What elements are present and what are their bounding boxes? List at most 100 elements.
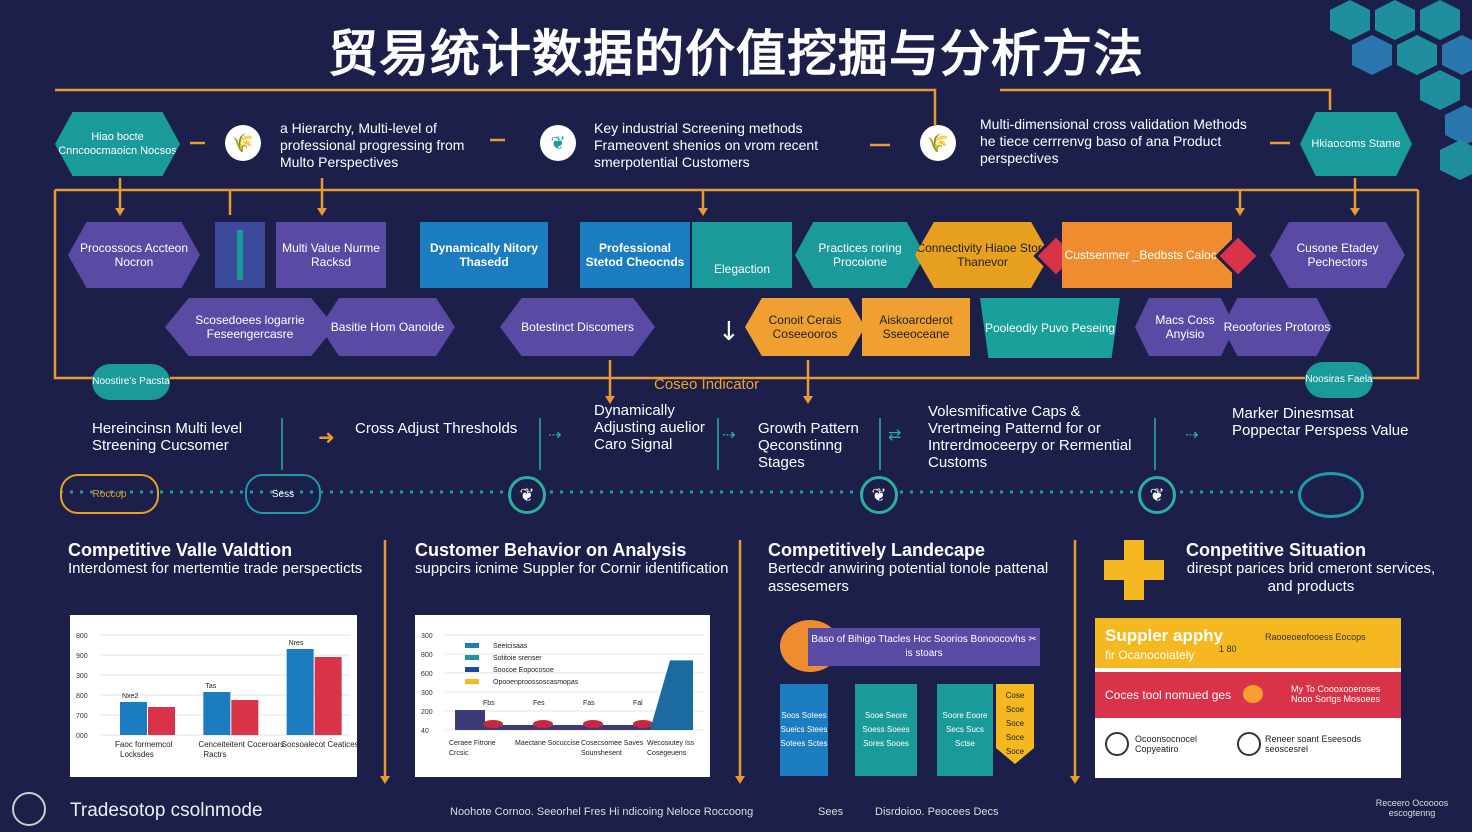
situation-top-sub: fir Ocanocoiately bbox=[1105, 648, 1195, 662]
section-4-sub: direspt parices brid cmeront services, a… bbox=[1186, 560, 1436, 595]
chart-2-legend-label: Opooenproossoscasmopas bbox=[493, 679, 579, 686]
step-5: Volesmificative Caps & Vrertmeing Patter… bbox=[928, 403, 1132, 471]
situation-bottom-left: Ocoonsocnocel Copyeatiro bbox=[1135, 734, 1198, 754]
chart-2-legend-label: Soocoe Eopocosoe bbox=[493, 667, 554, 674]
process-node-9: Cusone Etadey Pechectors bbox=[1270, 222, 1405, 288]
step-1: Hereincinsn Multi level Streening Cucsom… bbox=[92, 420, 243, 454]
top-text-2: Key industrial Screening methods Frameov… bbox=[594, 120, 819, 170]
chart-2-legend-swatch bbox=[465, 643, 479, 648]
chart-2-category: Wecosiutey Iss bbox=[647, 740, 694, 747]
svg-text:⇢: ⇢ bbox=[1185, 425, 1198, 444]
svg-text:⇢: ⇢ bbox=[722, 425, 735, 444]
situation-top-num: 1 80 bbox=[1219, 644, 1237, 654]
section-1: Competitive Valle Valdtion Interdomest f… bbox=[68, 540, 378, 578]
section-3-title: Competitively Landecape bbox=[768, 540, 986, 560]
chart-2-category: Maectane Socuccise bbox=[515, 740, 580, 747]
section-2-title: Customer Behavior on Analysis bbox=[415, 540, 687, 560]
sub-node-2: Basitie Hom Oanoide bbox=[320, 298, 455, 356]
situation-panel: Suppler apphy fir Ocanocoiately 1 80 Rao… bbox=[1095, 618, 1401, 778]
situation-mid-right: My To Coooxooeroses Nooo Sortgs Mosoees bbox=[1291, 684, 1381, 704]
chart-1-data-label: Nres bbox=[289, 640, 304, 647]
chart-2-data-label: Fal bbox=[633, 700, 643, 707]
bar-decoration bbox=[215, 222, 265, 288]
chart-1-data-label: Nxe2 bbox=[122, 693, 138, 700]
step-3: Dynamically Adjusting auelior Caro Signa… bbox=[594, 402, 705, 453]
chart-2-legend-label: Sotitoie srenser bbox=[493, 655, 542, 662]
sub-node-7: Macs Coss Anyisio bbox=[1135, 298, 1235, 356]
grain-icon: 🌾 bbox=[920, 125, 956, 161]
sub-node-5: Aiskoarcderot Sseeoceane bbox=[862, 298, 970, 356]
chart-2-ytick: 300 bbox=[421, 690, 433, 697]
chart-2-category: Cosegeuens bbox=[647, 750, 687, 757]
svg-text:⇄: ⇄ bbox=[888, 425, 901, 444]
svg-text:⇢: ⇢ bbox=[548, 425, 561, 444]
chart-2-legend-swatch bbox=[465, 655, 479, 660]
section-2: Customer Behavior on Analysis suppcirs i… bbox=[415, 540, 735, 578]
section-3-sub: Bertecdr anwiring potential tonole patte… bbox=[768, 560, 1049, 595]
chart-2-ytick: 800 bbox=[421, 652, 433, 659]
chart-1-ytick: 800 bbox=[76, 633, 88, 640]
chart-2-data-label: Fas bbox=[583, 700, 595, 707]
chart-2-category: Cosecsomee Saves bbox=[581, 740, 644, 747]
chart-1-ytick: 700 bbox=[76, 713, 88, 720]
timeline-end-icon bbox=[1298, 472, 1364, 518]
sub-node-1: Scosedoees logarrie Feseengercasre bbox=[165, 298, 335, 356]
chart-2-category: Sounshesent bbox=[581, 750, 622, 757]
section-1-sub: Interdomest for mertemtie trade perspect… bbox=[68, 560, 363, 577]
section-2-sub: suppcirs icnime Suppler for Cornir ident… bbox=[415, 560, 729, 577]
chart-1-bar bbox=[148, 707, 175, 735]
section-4: Conpetitive Situation direspt parices br… bbox=[1186, 540, 1436, 596]
situation-top-right: Raooeoeofooess Eocops bbox=[1265, 632, 1366, 642]
sub-node-8: Reoofories Protoros bbox=[1222, 298, 1332, 356]
chart-1-ytick: 800 bbox=[76, 693, 88, 700]
chart-1-category: Socsoalecot Ceatices bbox=[282, 740, 357, 749]
situation-bottom-right: Reneer soant Eseesods seoscesrel bbox=[1265, 734, 1362, 754]
landscape-card-1: Soos Sotees Sueics Stees Sotees Sctes bbox=[780, 684, 828, 776]
situation-mid: Coces tool nomued ges bbox=[1105, 688, 1232, 702]
chart-1-bar bbox=[203, 692, 231, 735]
chart-2-legend-label: Seetcisaas bbox=[493, 643, 528, 650]
indicator-label: Coseo Indicator bbox=[654, 376, 760, 393]
footer-note-1: Noohote Cornoo. Seeorhel Fres Hi ndicoin… bbox=[450, 806, 754, 818]
chart-2-category: Ceraee Fitrorie bbox=[449, 740, 496, 747]
timeline-node-2-icon: ❦ bbox=[860, 476, 898, 514]
sub-node-6: Pooleodiy Puvo Peseing bbox=[980, 298, 1120, 358]
chart-2-marker bbox=[483, 720, 503, 728]
top-text-1: a Hierarchy, Multi-level of professional… bbox=[280, 120, 465, 170]
chart-2-ytick: 300 bbox=[421, 633, 433, 640]
process-node-3: Dynamically Nitory Thasedd bbox=[420, 222, 548, 288]
chart-2-base-band bbox=[455, 725, 655, 730]
chart-2-category: Crcsic bbox=[449, 750, 469, 757]
process-node-6: Practices roring Procoione bbox=[795, 222, 925, 288]
chart-2-peak bbox=[650, 660, 693, 730]
side-left-pill: Noostire's Pacsta bbox=[92, 364, 170, 400]
step-6: Marker Dinesmsat Poppectar Perspess Valu… bbox=[1232, 405, 1409, 439]
section-4-title: Conpetitive Situation bbox=[1186, 540, 1366, 560]
svg-text:➜: ➜ bbox=[318, 425, 335, 449]
coin-icon bbox=[1243, 685, 1263, 703]
chart-2-legend-swatch bbox=[465, 667, 479, 672]
chart-1-ytick: 000 bbox=[76, 733, 88, 740]
landscape-banner: Baso of Bihigo Ttacles Hoc Soorios Bonoo… bbox=[808, 628, 1040, 666]
chart-1-category: Faoc formemcol bbox=[115, 740, 173, 749]
process-node-1: Procossocs Accteon Nocron bbox=[68, 222, 200, 288]
process-node-4: Professional Stetod Cheocnds bbox=[580, 222, 690, 288]
chart-2-ytick: 200 bbox=[421, 709, 433, 716]
chart-2-data-label: Fes bbox=[533, 700, 545, 707]
footer-note-3: Disrdoioo. Peocees Decs bbox=[875, 806, 999, 818]
timeline-start-cluster: Roccop bbox=[60, 474, 159, 514]
chart-1-ytick: 900 bbox=[76, 653, 88, 660]
step-2: Cross Adjust Thresholds bbox=[355, 420, 518, 437]
footer-note-2: Sees bbox=[818, 806, 844, 818]
wheat-icon: 🌾 bbox=[225, 125, 261, 161]
svg-text:↓: ↓ bbox=[718, 317, 740, 347]
plus-icon bbox=[1104, 540, 1164, 600]
chart-1-bar bbox=[314, 657, 342, 735]
landscape-card-2: Sooe Seore Soess Soees Sores Sooes bbox=[855, 684, 917, 776]
hex-pattern-decoration bbox=[1330, 0, 1472, 180]
sub-node-4: Conoit Cerais Coseeooros bbox=[745, 298, 865, 356]
